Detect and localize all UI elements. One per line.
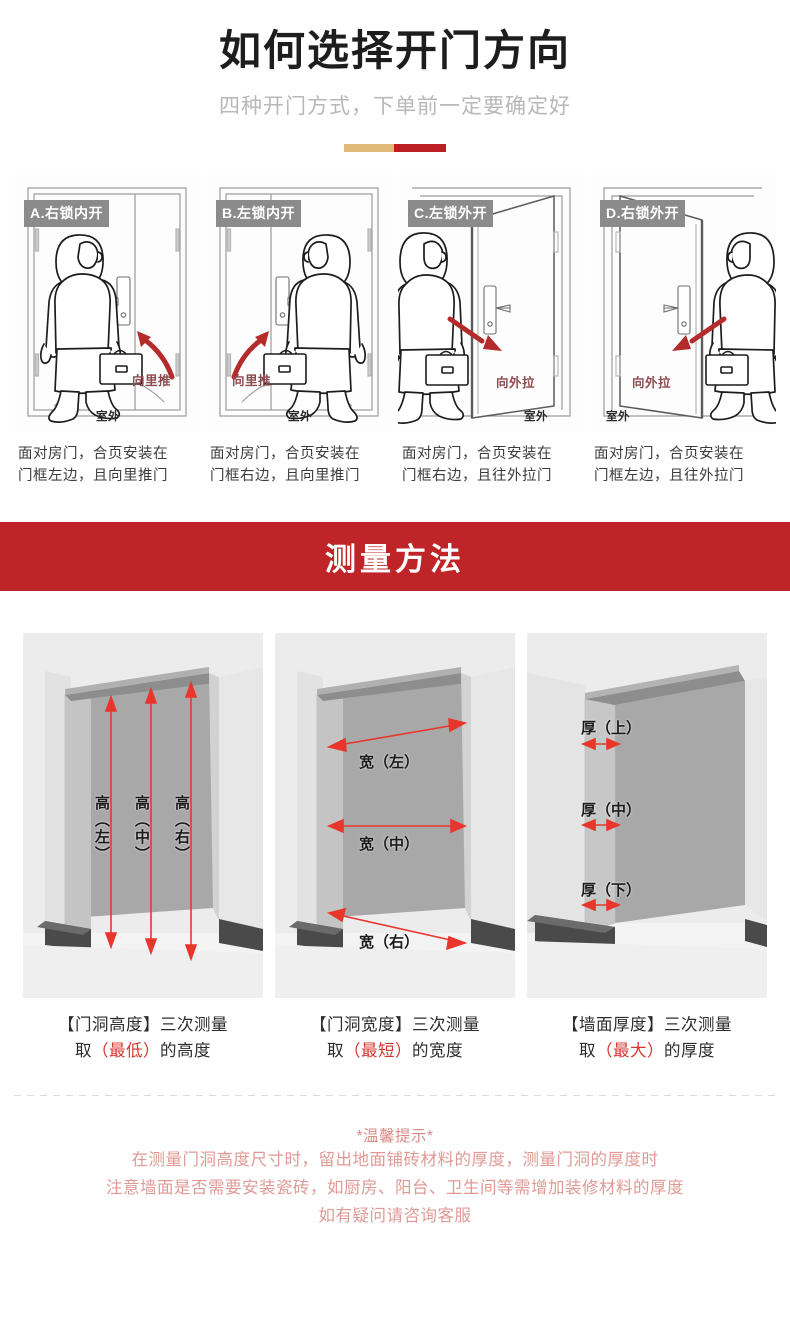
door-arrow-label-d: 向外拉: [632, 376, 672, 391]
door-caption-d-line1: 面对房门，合页安装在: [594, 446, 744, 463]
door-caption-c-line2: 门框右边，且往外拉门: [402, 468, 552, 485]
height-diagram-svg: [23, 632, 263, 998]
measure-label-thickness-bottom: 厚（下）: [581, 881, 642, 899]
width-diagram-svg: [275, 632, 515, 998]
measurement-cards-row: 高（左） 高（中） 高（右） 【门洞高度】三次测量 取（最低）的高度: [0, 632, 790, 1065]
door-drawing-b-svg: [219, 187, 379, 424]
hero-section: 如何选择开门方向 四种开门方式，下单前一定要确定好: [0, 0, 790, 153]
caption-highlight-height: （最低）: [92, 1042, 160, 1061]
measure-label-width-right: 宽（右）: [359, 933, 420, 951]
measurement-caption-width-line1: 【门洞宽度】三次测量: [310, 1015, 480, 1034]
caption-suffix-thickness: 的厚度: [664, 1042, 715, 1061]
tips-line-1: 在测量门洞高度尺寸时，留出地面铺砖材料的厚度，测量门洞的厚度时: [131, 1150, 659, 1169]
door-caption-a-line2: 门框左边，且向里推门: [18, 468, 168, 485]
measurement-card-height[interactable]: 高（左） 高（中） 高（右） 【门洞高度】三次测量 取（最低）的高度: [23, 632, 263, 1065]
measure-label-thickness-top: 厚（上）: [581, 719, 642, 737]
door-option-card-d[interactable]: D.右锁外开 向外拉 室外 面对房门，合页安装在 门框左边，且往外拉门: [590, 174, 776, 488]
measure-label-height-left: 高（左）: [93, 794, 110, 863]
section-divider: [14, 1094, 776, 1096]
door-caption-b-line1: 面对房门，合页安装在: [210, 446, 360, 463]
caption-suffix-height: 的高度: [160, 1042, 211, 1061]
measurement-card-thickness[interactable]: 厚（上） 厚（中） 厚（下） 【墙面厚度】三次测量 取（最大）的厚度: [527, 632, 767, 1065]
measurement-caption-width: 【门洞宽度】三次测量 取（最短）的宽度: [275, 1012, 515, 1065]
door-caption-a-line1: 面对房门，合页安装在: [18, 446, 168, 463]
measure-label-width-mid: 宽（中）: [359, 835, 420, 853]
door-badge-b: B.左锁内开: [216, 200, 301, 228]
outdoor-label-b: 室外: [288, 411, 312, 424]
door-badge-d: D.右锁外开: [600, 200, 685, 228]
caption-highlight-width: （最短）: [344, 1042, 412, 1061]
measurement-illustration-height: 高（左） 高（中） 高（右）: [23, 632, 263, 998]
measurement-banner-title: 测量方法: [325, 541, 465, 577]
door-illustration-b: B.左锁内开 向里推 室外: [206, 174, 392, 433]
tips-line-3: 如有疑问请咨询客服: [318, 1206, 472, 1225]
measurement-caption-height-line2: 取（最低）的高度: [23, 1038, 263, 1064]
door-badge-a: A.右锁内开: [24, 200, 109, 228]
measurement-banner: 测量方法: [0, 521, 790, 591]
caption-prefix-width: 取: [327, 1042, 344, 1061]
door-options-row: A.右锁内开 向里推 室外 面对房门，合页安装在 门框左边，且向里推门: [0, 174, 790, 488]
measurement-illustration-width: 宽（左） 宽（中） 宽（右）: [275, 632, 515, 998]
door-illustration-d: D.右锁外开 向外拉 室外: [590, 174, 776, 433]
door-caption-a: 面对房门，合页安装在 门框左边，且向里推门: [14, 444, 200, 488]
door-arrow-label-c: 向外拉: [496, 376, 536, 391]
measure-label-height-mid: 高（中）: [133, 794, 150, 863]
door-option-card-a[interactable]: A.右锁内开 向里推 室外 面对房门，合页安装在 门框左边，且向里推门: [14, 174, 200, 488]
divider-bar: [344, 144, 446, 153]
measurement-caption-thickness-line1: 【墙面厚度】三次测量: [562, 1015, 732, 1034]
caption-prefix-height: 取: [75, 1042, 92, 1061]
door-illustration-a: A.右锁内开 向里推 室外: [14, 174, 200, 433]
door-arrow-label-a: 向里推: [132, 374, 172, 389]
tips-section: *温馨提示* 在测量门洞高度尺寸时，留出地面铺砖材料的厚度，测量门洞的厚度时 注…: [0, 1124, 790, 1230]
door-arrow-label-b: 向里推: [232, 374, 272, 389]
caption-suffix-width: 的宽度: [412, 1042, 463, 1061]
door-caption-b: 面对房门，合页安装在 门框右边，且向里推门: [206, 444, 392, 488]
measurement-caption-height: 【门洞高度】三次测量 取（最低）的高度: [23, 1012, 263, 1065]
measure-label-height-right: 高（右）: [173, 794, 190, 863]
door-caption-c: 面对房门，合页安装在 门框右边，且往外拉门: [398, 444, 584, 488]
measure-label-width-left: 宽（左）: [359, 753, 420, 771]
door-caption-d-line2: 门框左边，且往外拉门: [594, 468, 744, 485]
measurement-caption-width-line2: 取（最短）的宽度: [275, 1038, 515, 1064]
measurement-illustration-thickness: 厚（上） 厚（中） 厚（下）: [527, 632, 767, 998]
door-caption-c-line1: 面对房门，合页安装在: [402, 446, 552, 463]
measurement-card-width[interactable]: 宽（左） 宽（中） 宽（右） 【门洞宽度】三次测量 取（最短）的宽度: [275, 632, 515, 1065]
measurement-caption-thickness-line2: 取（最大）的厚度: [527, 1038, 767, 1064]
divider-segment-crimson: [394, 144, 446, 153]
door-caption-b-line2: 门框右边，且向里推门: [210, 468, 360, 485]
measure-label-thickness-mid: 厚（中）: [581, 801, 642, 819]
measurement-caption-height-line1: 【门洞高度】三次测量: [58, 1015, 228, 1034]
tips-title: *温馨提示*: [356, 1127, 434, 1145]
caption-highlight-thickness: （最大）: [596, 1042, 664, 1061]
door-drawing-a-svg: [27, 187, 187, 424]
door-caption-d: 面对房门，合页安装在 门框左边，且往外拉门: [590, 444, 776, 488]
door-drawing-c-svg: [398, 187, 571, 425]
thickness-diagram-svg: [527, 632, 767, 998]
measurement-caption-thickness: 【墙面厚度】三次测量 取（最大）的厚度: [527, 1012, 767, 1065]
door-drawing-d-svg: [603, 187, 776, 425]
outdoor-label-a: 室外: [96, 411, 120, 424]
caption-prefix-thickness: 取: [579, 1042, 596, 1061]
page-title: 如何选择开门方向: [218, 27, 571, 74]
outdoor-label-d: 室外: [606, 411, 630, 424]
door-option-card-c[interactable]: C.左锁外开 向外拉 室外 面对房门，合页安装在 门框右边，且往外拉门: [398, 174, 584, 488]
outdoor-label-c: 室外: [524, 411, 548, 424]
door-option-card-b[interactable]: B.左锁内开 向里推 室外 面对房门，合页安装在 门框右边，且向里推门: [206, 174, 392, 488]
door-illustration-c: C.左锁外开 向外拉 室外: [398, 174, 584, 433]
door-badge-c: C.左锁外开: [408, 200, 493, 228]
tips-line-2: 注意墙面是否需要安装瓷砖，如厨房、阳台、卫生间等需增加装修材料的厚度: [106, 1178, 684, 1197]
divider-segment-gold: [344, 144, 394, 153]
page-subtitle: 四种开门方式，下单前一定要确定好: [219, 95, 571, 119]
